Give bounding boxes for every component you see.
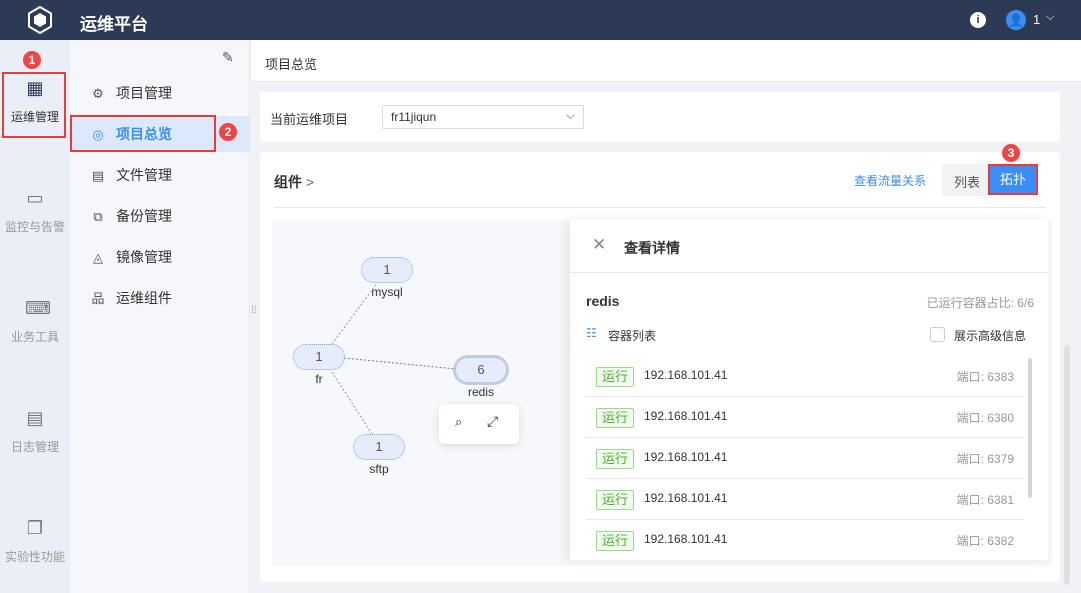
project-select[interactable]: fr11jiqun ⌵ <box>382 105 584 129</box>
topology-edges <box>331 281 457 435</box>
detail-title: 查看详情 <box>624 240 680 256</box>
view-toggle: 列表 拓扑 <box>942 164 1038 196</box>
page-scrollbar[interactable] <box>1064 345 1070 585</box>
app-title: 运维平台 <box>80 15 148 34</box>
container-port: 端口: 6380 <box>956 411 1014 425</box>
rail-item-monitor[interactable]: ▭监控与告警 <box>4 188 65 234</box>
sidebar-item-backup-manage[interactable]: ⧉备份管理 <box>70 198 250 234</box>
backup-icon: ⧉ <box>93 209 103 224</box>
container-port: 端口: 6379 <box>956 452 1014 466</box>
edge-fr-mysql <box>331 281 379 345</box>
container-port: 端口: 6381 <box>956 493 1014 507</box>
calendar-log-icon: ▤ <box>26 408 44 428</box>
node-popover: ⌕ ⤢ <box>439 404 519 444</box>
advanced-label[interactable]: 展示高级信息 <box>954 329 1027 343</box>
container-ip: 192.168.101.41 <box>644 532 728 546</box>
running-ratio: 已运行容器占比: 6/6 <box>926 296 1034 310</box>
status-badge: 运行 <box>596 408 635 428</box>
sidebar-item-file-manage[interactable]: ▤文件管理 <box>70 157 250 193</box>
monitor-icon: ▭ <box>26 188 44 208</box>
container-row[interactable]: 运行 192.168.101.41 端口: 6380 <box>586 397 1024 438</box>
divider <box>274 207 1046 208</box>
status-badge: 运行 <box>596 367 635 387</box>
user-name[interactable]: 1 <box>1033 12 1041 27</box>
logo-cube-icon <box>27 5 53 35</box>
status-badge: 运行 <box>596 490 635 510</box>
sidebar-item-project-manage[interactable]: ⚙项目管理 <box>70 75 250 111</box>
user-avatar[interactable]: 👤 <box>1006 10 1026 30</box>
overview-icon: ◎ <box>92 127 104 142</box>
sidebar-item-project-overview[interactable]: ◎项目总览 <box>70 116 250 152</box>
container-list-title: 容器列表 <box>608 329 657 343</box>
status-badge: 运行 <box>596 449 635 469</box>
zoom-search-icon[interactable]: ⌕ <box>455 414 463 429</box>
info-icon[interactable]: i <box>970 12 986 28</box>
container-port: 端口: 6382 <box>956 534 1014 548</box>
node-label-sftp: sftp <box>369 462 389 476</box>
container-row[interactable]: 运行 192.168.101.41 端口: 6383 <box>586 356 1024 397</box>
breadcrumb: 项目总览 <box>265 57 318 72</box>
step-badge-2: 2 <box>219 123 237 141</box>
pin-icon[interactable]: ✎ <box>222 49 234 65</box>
chevron-down-icon[interactable]: ⌵ <box>1046 11 1055 23</box>
project-label: 当前运维项目 <box>270 112 349 127</box>
project-selector-card: 当前运维项目 fr11jiqun ⌵ <box>260 92 1060 142</box>
container-ip: 192.168.101.41 <box>644 409 728 423</box>
divider <box>570 272 1048 273</box>
node-label-redis: redis <box>467 385 494 399</box>
tab-topology[interactable]: 拓扑 <box>990 166 1036 194</box>
detail-panel: ✕ 查看详情 redis 已运行容器占比: 6/6 ☷ 容器列表 展示高级信息 … <box>570 220 1048 560</box>
mirror-icon: ◬ <box>93 250 103 265</box>
windows-icon: ❐ <box>26 518 44 538</box>
chevron-right-icon: > <box>305 174 315 190</box>
container-row[interactable]: 运行 192.168.101.41 端口: 6381 <box>586 479 1024 520</box>
highlight-box-3 <box>988 164 1038 195</box>
close-icon[interactable]: ✕ <box>592 235 607 254</box>
rail-item-tools[interactable]: ⌨业务工具 <box>10 298 59 344</box>
components-card: 组件 > 查看流量关系 列表 拓扑 3 1 mysql 1 fr 6 redis… <box>260 144 1060 582</box>
list-scrollbar[interactable] <box>1028 358 1032 498</box>
highlight-box-2 <box>70 115 216 152</box>
node-redis[interactable]: 6 <box>455 357 507 383</box>
gear-icon: ⚙ <box>92 86 104 101</box>
top-header: 运维平台 i 👤 1 ⌵ <box>0 0 1081 40</box>
tab-list[interactable]: 列表 <box>954 175 981 190</box>
rail-item-ops[interactable]: ▦运维管理 <box>10 78 59 124</box>
component-name: redis <box>586 293 620 309</box>
node-fr[interactable]: 1 <box>293 344 345 370</box>
container-row[interactable]: 运行 192.168.101.41 端口: 6379 <box>586 438 1024 479</box>
primary-rail: ▦运维管理 ▭监控与告警 ⌨业务工具 ▤日志管理 ❐实验性功能 <box>0 40 70 593</box>
breadcrumb-bar: 项目总览 <box>251 40 1081 82</box>
container-ip: 192.168.101.41 <box>644 368 728 382</box>
step-badge-1: 1 <box>23 51 41 69</box>
node-label-mysql: mysql <box>371 285 403 299</box>
sidebar-item-ops-components[interactable]: 品运维组件 <box>70 280 250 316</box>
rail-item-experimental[interactable]: ❐实验性功能 <box>4 518 65 564</box>
highlight-box-1 <box>2 72 66 138</box>
sidebar-item-mirror-manage[interactable]: ◬镜像管理 <box>70 239 250 275</box>
edge-fr-sftp <box>331 371 373 435</box>
chevron-down-icon: ⌵ <box>565 108 575 122</box>
components-title[interactable]: 组件 > <box>274 174 315 190</box>
expand-icon[interactable]: ⤢ <box>487 413 499 429</box>
list-icon: ☷ <box>586 326 597 340</box>
node-label-fr: fr <box>315 372 323 386</box>
rail-item-logs[interactable]: ▤日志管理 <box>10 408 59 454</box>
view-flow-link[interactable]: 查看流量关系 <box>854 174 927 188</box>
status-badge: 运行 <box>596 531 635 551</box>
container-port: 端口: 6383 <box>956 370 1014 384</box>
resize-handle[interactable]: ⁞⁞ <box>251 305 257 316</box>
edge-fr-redis <box>343 357 457 370</box>
container-row[interactable]: 运行 192.168.101.41 端口: 6382 <box>586 520 1024 560</box>
node-sftp[interactable]: 1 <box>353 434 405 460</box>
components-icon: 品 <box>91 291 105 306</box>
node-mysql[interactable]: 1 <box>361 257 413 283</box>
container-ip: 192.168.101.41 <box>644 491 728 505</box>
advanced-checkbox[interactable] <box>930 327 945 342</box>
code-window-icon: ⌨ <box>25 298 51 318</box>
step-badge-3: 3 <box>1002 144 1020 162</box>
apps-gear-icon: ▦ <box>26 78 44 98</box>
file-icon: ▤ <box>91 168 105 183</box>
container-ip: 192.168.101.41 <box>644 450 728 464</box>
